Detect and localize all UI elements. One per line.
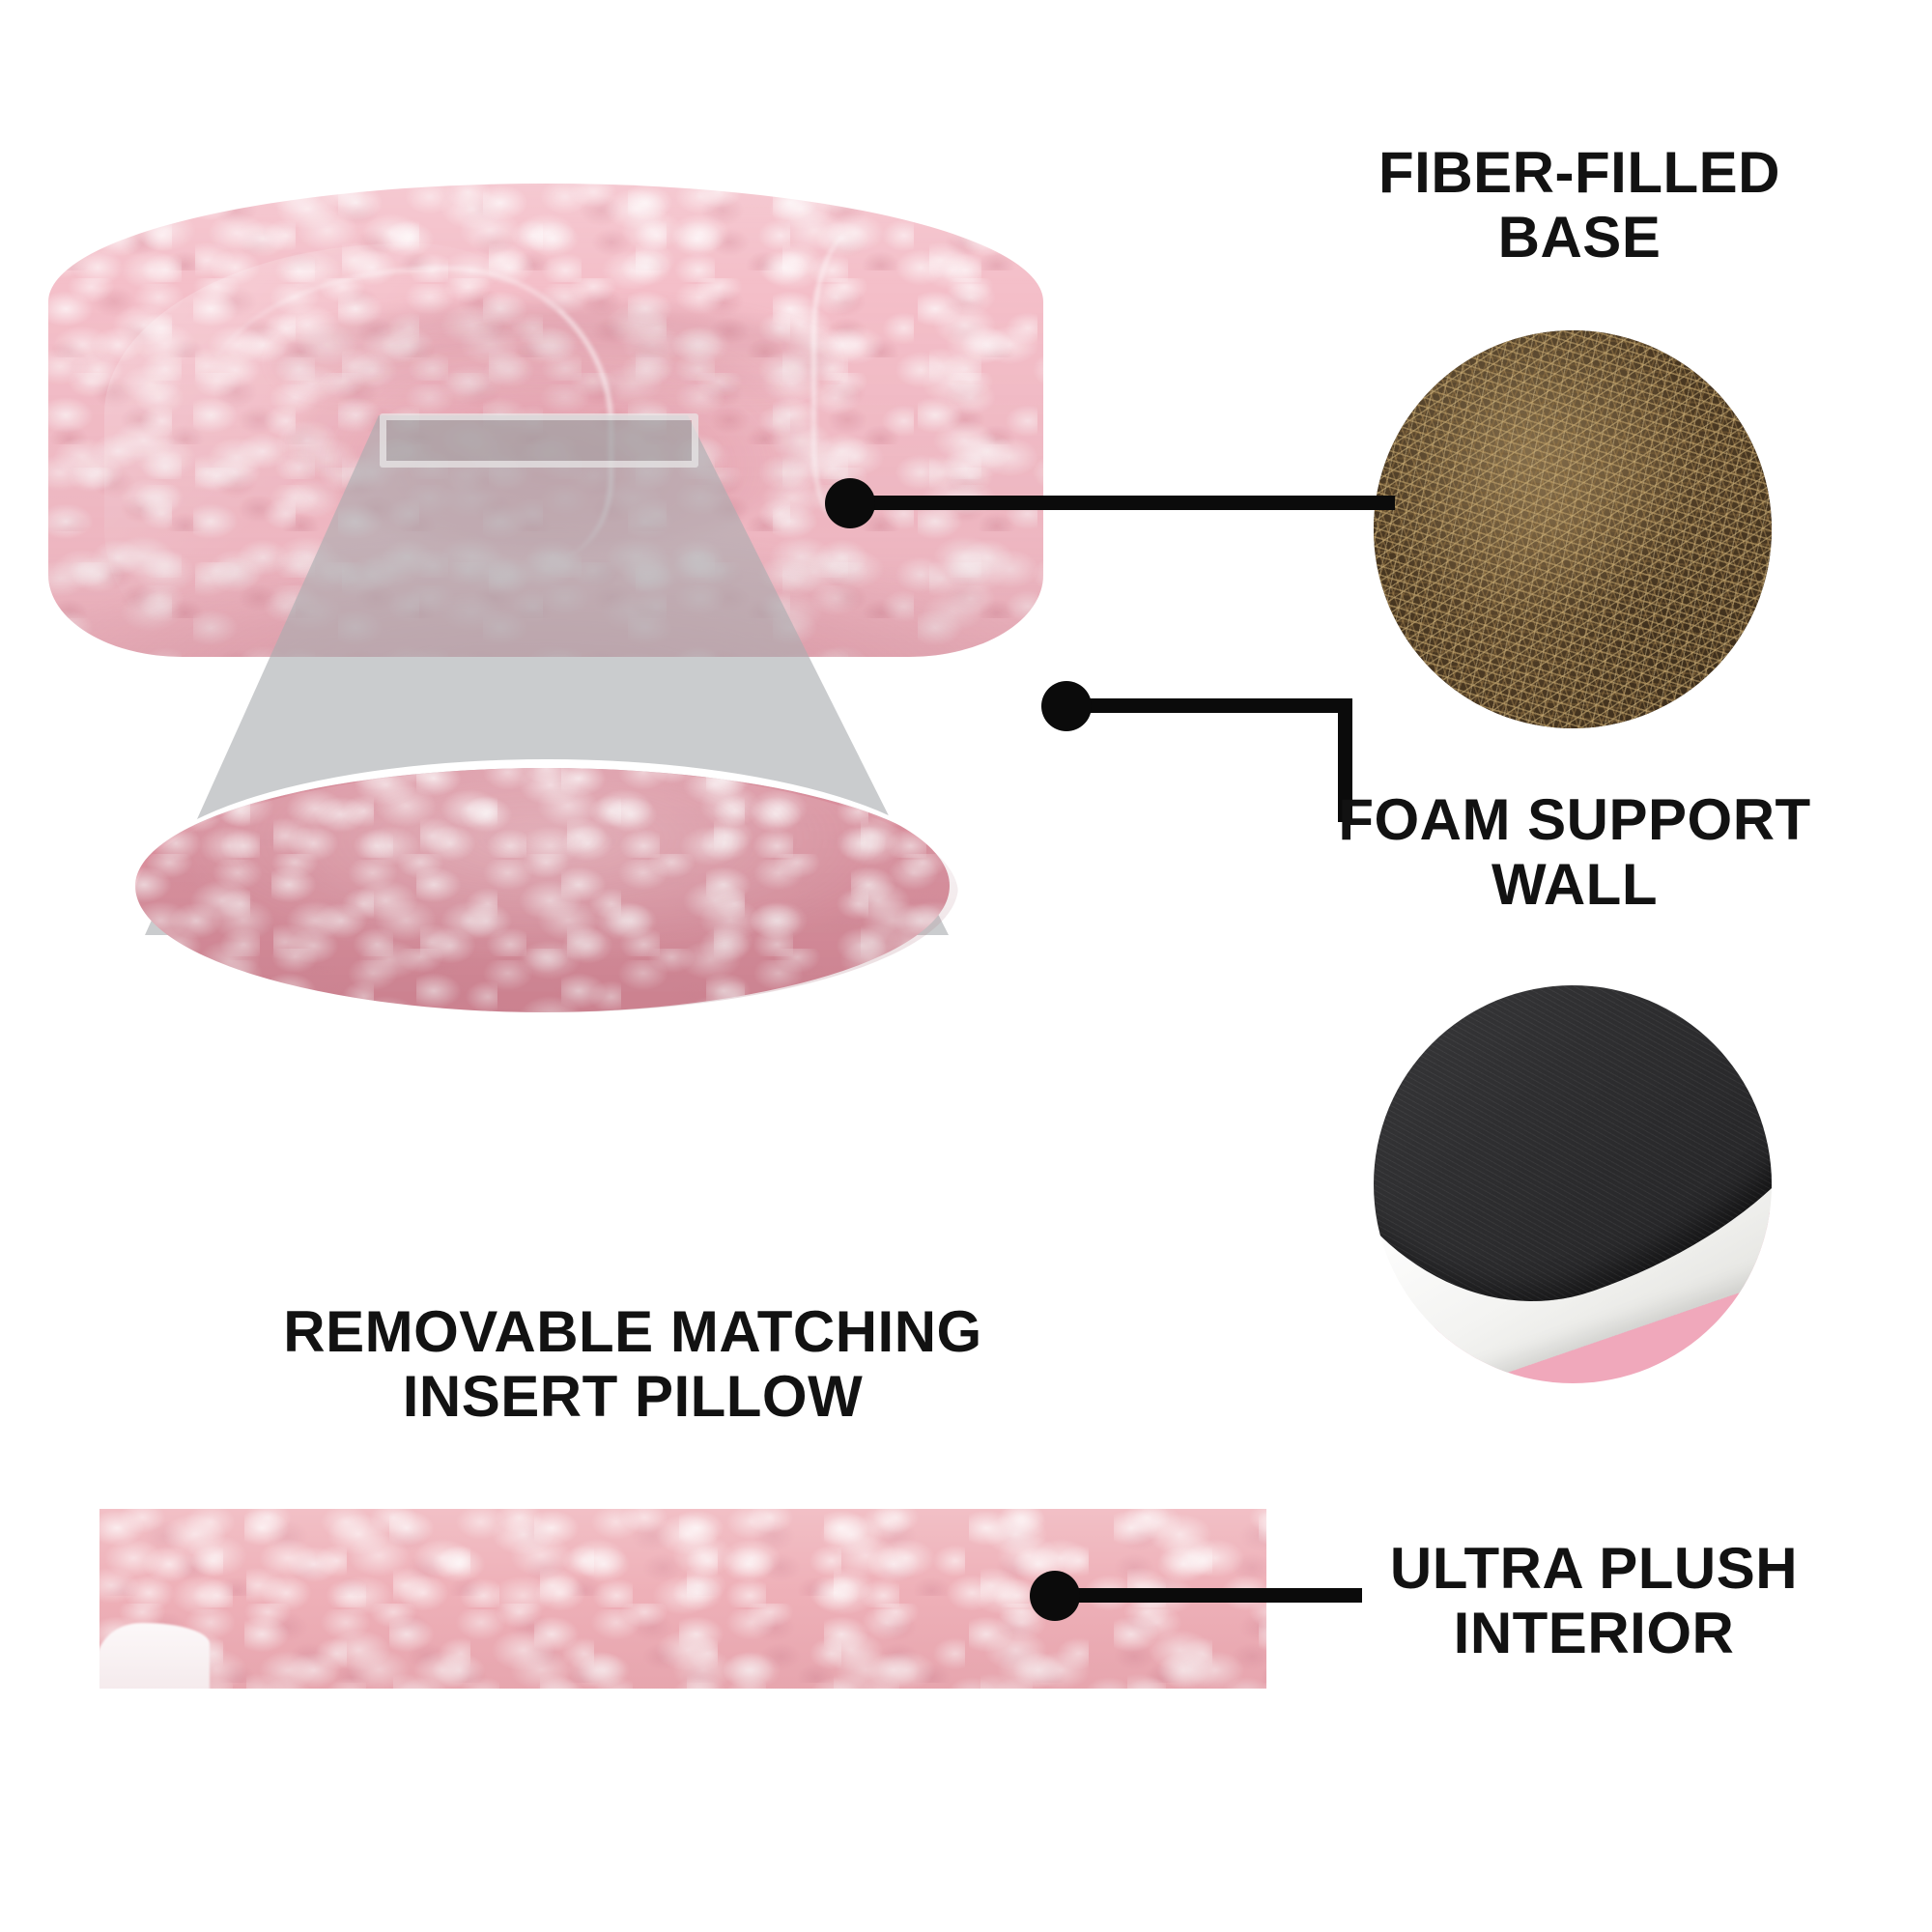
leader-dot-ultra-plush-interior — [1030, 1571, 1080, 1621]
insert-pillow-fur — [135, 768, 950, 1012]
callout-label-foam-support-wall: FOAM SUPPORT WALL — [1338, 787, 1811, 918]
leader-dot-fiber-filled-base — [825, 478, 875, 528]
callout-label-ultra-plush-interior: ULTRA PLUSH INTERIOR — [1389, 1536, 1799, 1666]
leader-line-foam-support-wall-vertical — [1338, 698, 1352, 822]
leader-line-foam-support-wall-horizontal — [1070, 698, 1352, 713]
fiber-fill-texture-circle — [1374, 330, 1772, 728]
swatch-corner-notch — [99, 1623, 210, 1689]
callout-label-removable-matching-insert-pillow: REMOVABLE MATCHING INSERT PILLOW — [283, 1299, 982, 1430]
zipper-foam-cross-section-circle — [1374, 985, 1772, 1383]
beam-handle-tab — [380, 413, 698, 468]
leader-line-fiber-filled-base — [854, 496, 1395, 510]
bed-seam-right — [811, 230, 1043, 520]
leader-line-ultra-plush-interior — [1061, 1588, 1362, 1603]
bed-bottom-fade — [48, 531, 1043, 657]
leader-dot-foam-support-wall — [1041, 681, 1092, 731]
fiber-fill-texture — [1374, 330, 1772, 728]
insert-pillow-oval — [135, 759, 958, 1012]
callout-label-fiber-filled-base: FIBER-FILLED BASE — [1378, 140, 1780, 270]
